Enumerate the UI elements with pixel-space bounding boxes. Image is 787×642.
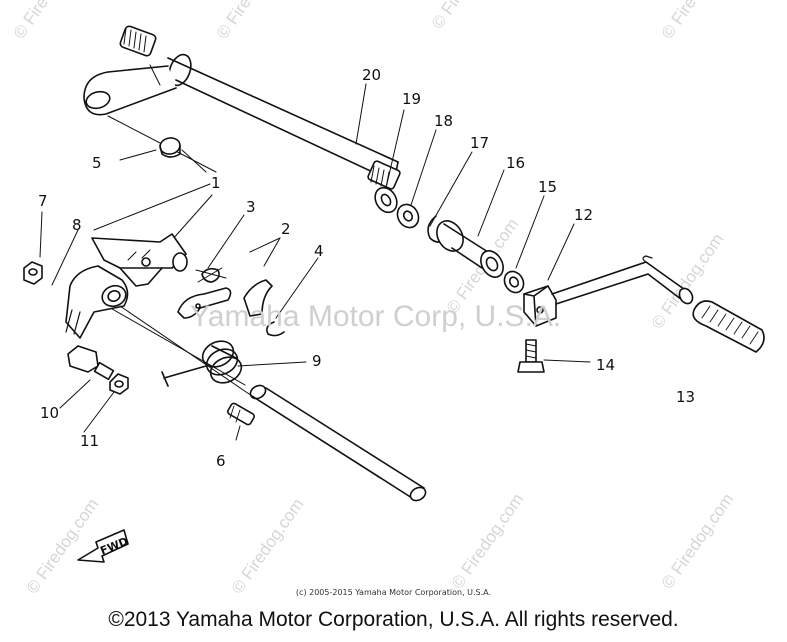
callout-11: 11 <box>80 432 99 450</box>
watermark-site: © Firedog.com <box>213 0 293 42</box>
part-12-shift-pedal <box>523 255 694 327</box>
callout-4: 4 <box>314 242 324 260</box>
callout-16: 16 <box>506 154 525 172</box>
part-15-washer <box>503 270 525 294</box>
callout-3: 3 <box>246 198 256 216</box>
callout-6: 6 <box>216 452 226 470</box>
part-4-circlip <box>266 321 285 337</box>
callout-7: 7 <box>38 192 48 210</box>
parts-linework <box>23 25 765 563</box>
callout-2: 2 <box>281 220 291 238</box>
part-8-lever <box>65 265 129 339</box>
fwd-arrow <box>77 529 129 563</box>
callout-13: 13 <box>676 388 695 406</box>
watermark-site: © Firedog.com <box>23 495 103 597</box>
part-6-pin <box>227 402 255 426</box>
watermark-site: © Firedog.com <box>428 0 508 32</box>
part-7-nut <box>23 261 43 285</box>
callout-17: 17 <box>470 134 489 152</box>
part-14-bolt <box>517 339 545 373</box>
part-5-collar <box>159 137 181 158</box>
watermark-site: © Firedog.com <box>10 0 90 42</box>
watermark-site: © Firedog.com <box>658 490 738 592</box>
callout-15: 15 <box>538 178 557 196</box>
part-3-spring <box>195 267 227 283</box>
callout-12: 12 <box>574 206 593 224</box>
callout-1: 1 <box>211 174 221 192</box>
part-10-stopper-pin <box>67 345 115 381</box>
callout-10: 10 <box>40 404 59 422</box>
watermark-site: © Firedog.com <box>658 0 738 42</box>
watermark-site: © Firedog.com <box>228 495 308 597</box>
callout-14: 14 <box>596 356 615 374</box>
part-9-torsion-spring <box>161 340 243 387</box>
callout-18: 18 <box>434 112 453 130</box>
leader-lines <box>39 83 591 441</box>
lower-shaft <box>119 305 427 502</box>
part-11-nut <box>109 373 129 395</box>
watermark-site: © Firedog.com <box>448 490 528 592</box>
part-13-pedal-rubber <box>692 300 765 353</box>
part-1-shift-arm <box>91 233 188 287</box>
part-19-collar <box>374 186 398 214</box>
part-18-washer <box>396 203 420 229</box>
part-16-bushing <box>436 220 504 278</box>
watermark-brand: Yamaha Motor Corp, U.S.A. <box>190 300 561 333</box>
callout-19: 19 <box>402 90 421 108</box>
callout-5: 5 <box>92 154 102 172</box>
callout-numbers: 1 2 3 4 5 6 7 8 9 10 11 12 13 14 15 16 1… <box>38 66 695 470</box>
part-2-pawls <box>177 279 273 319</box>
small-copyright: (c) 2005-2015 Yamaha Motor Corporation, … <box>295 588 492 597</box>
part-20-shift-shaft <box>83 25 401 190</box>
callout-8: 8 <box>72 216 82 234</box>
footer-copyright: ©2013 Yamaha Motor Corporation, U.S.A. A… <box>108 608 679 631</box>
callout-20: 20 <box>362 66 381 84</box>
callout-9: 9 <box>312 352 322 370</box>
